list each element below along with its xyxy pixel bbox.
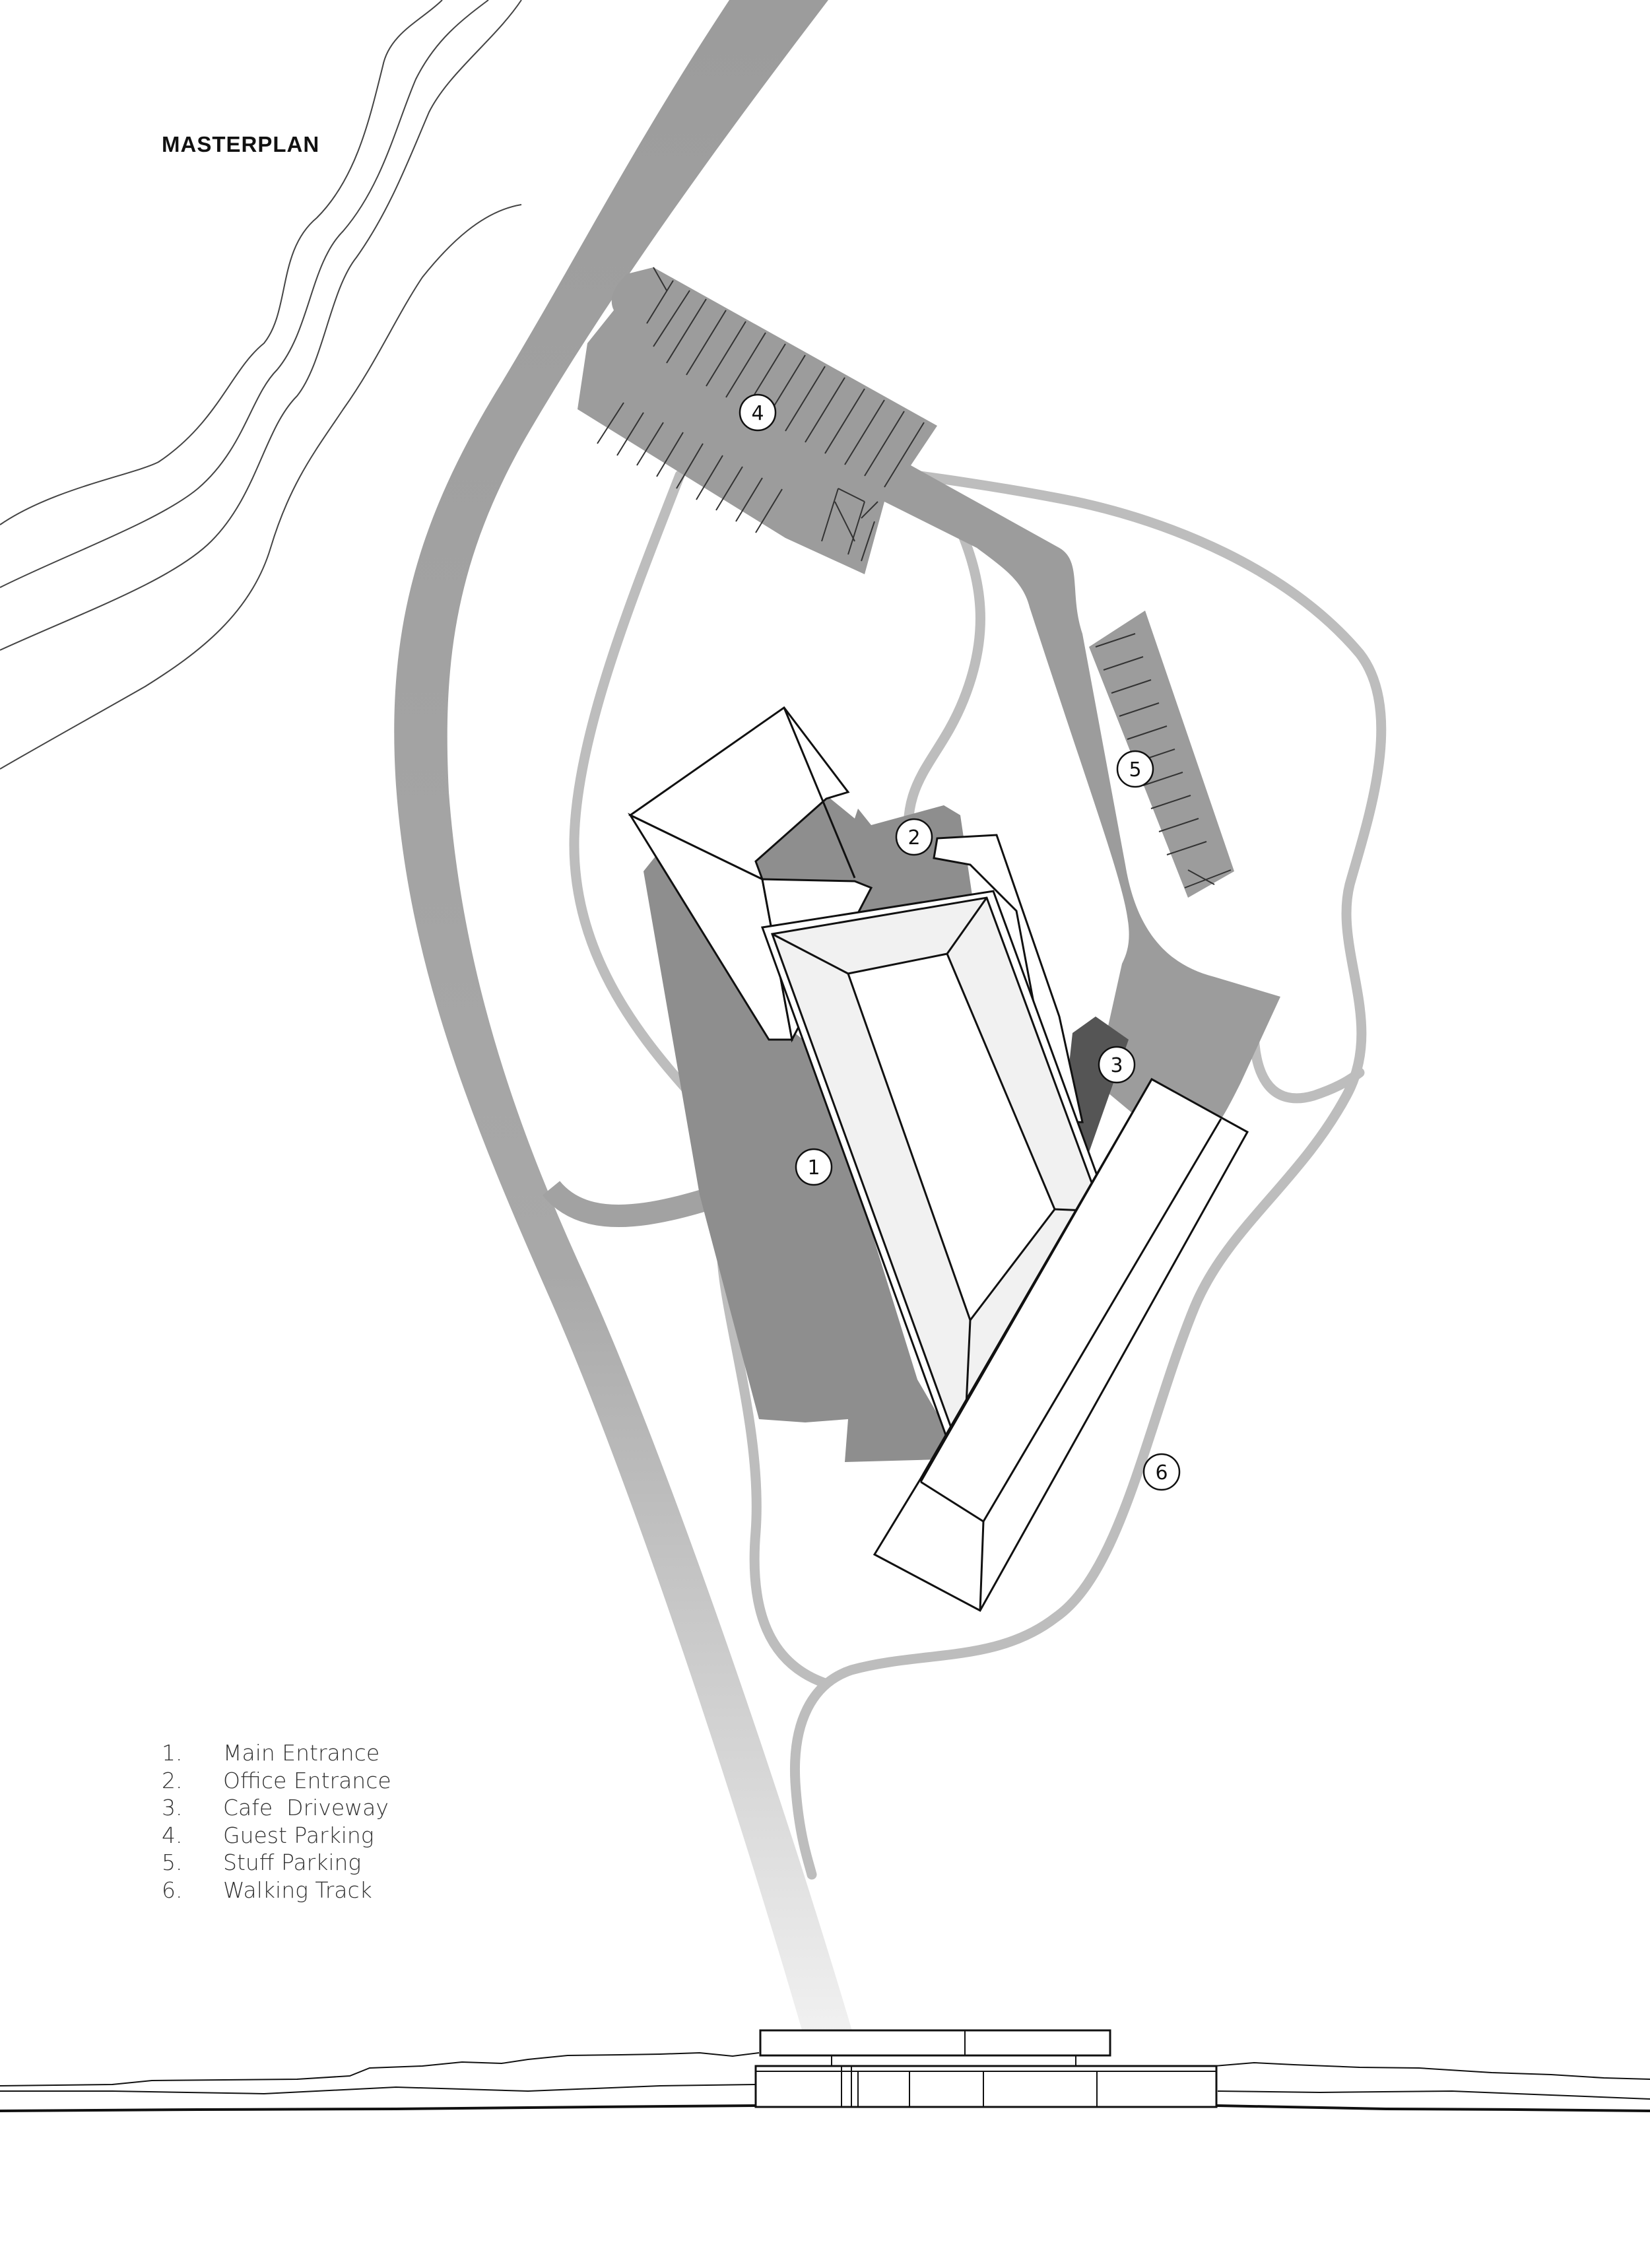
marker-6-label: 6 xyxy=(1155,1461,1168,1484)
guest-parking-lot xyxy=(578,267,1280,1149)
legend-item: 2. Office Entrance xyxy=(162,1767,391,1795)
marker-5-label: 5 xyxy=(1129,758,1141,782)
marker-6: 6 xyxy=(1142,1453,1181,1491)
marker-3-label: 3 xyxy=(1110,1054,1123,1077)
legend-number: 1. xyxy=(162,1740,183,1766)
legend-number: 6. xyxy=(162,1877,183,1903)
main-road xyxy=(394,0,855,2053)
marker-2-label: 2 xyxy=(908,826,920,850)
legend-item: 4. Guest Parking xyxy=(162,1822,391,1850)
legend-label: Stuff Parking xyxy=(223,1850,362,1875)
legend-item: 3. Cafe Driveway xyxy=(162,1794,391,1822)
legend-number: 2. xyxy=(162,1767,183,1793)
contour-lines xyxy=(0,0,522,770)
legend-label: Cafe Driveway xyxy=(223,1795,389,1820)
marker-4: 4 xyxy=(739,393,777,432)
elevation-lower-volume xyxy=(754,2065,1218,2108)
legend-number: 4. xyxy=(162,1822,183,1848)
elevation-section xyxy=(0,2029,1650,2112)
legend-label: Office Entrance xyxy=(223,1767,391,1793)
legend-item: 5. Stuff Parking xyxy=(162,1849,391,1877)
legend-label: Walking Track xyxy=(223,1877,372,1903)
legend-item: 6. Walking Track xyxy=(162,1877,391,1904)
legend-number: 3. xyxy=(162,1795,183,1820)
legend-item: 1. Main Entrance xyxy=(162,1739,391,1767)
marker-1: 1 xyxy=(795,1148,833,1186)
legend: 1. Main Entrance 2. Office Entrance 3. C… xyxy=(162,1739,391,1904)
elevation-upper-volume xyxy=(759,2029,1111,2057)
terrain-line-back xyxy=(0,2051,760,2086)
building-south-wing xyxy=(873,1077,1249,1613)
marker-3: 3 xyxy=(1098,1046,1136,1084)
legend-label: Guest Parking xyxy=(223,1822,374,1848)
page-title: MASTERPLAN xyxy=(162,132,320,156)
terrain-line-back-east xyxy=(1214,2061,1650,2080)
legend-label: Main Entrance xyxy=(223,1740,380,1766)
marker-5: 5 xyxy=(1116,750,1154,788)
legend-number: 5. xyxy=(162,1850,183,1875)
marker-2: 2 xyxy=(895,818,933,856)
marker-1-label: 1 xyxy=(807,1156,820,1180)
terrain-line-front xyxy=(0,2084,1650,2100)
marker-4-label: 4 xyxy=(751,402,764,425)
